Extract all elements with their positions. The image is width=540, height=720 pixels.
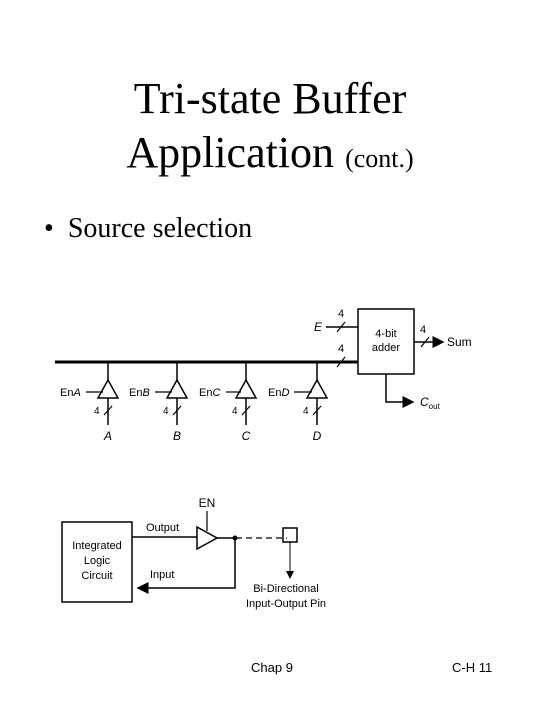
tristate-buffer — [196, 525, 219, 551]
sum-width-slash — [420, 336, 430, 348]
buffer-a-slash — [103, 405, 113, 416]
output-label: Output — [146, 522, 179, 534]
buffer-a-width: 4 — [94, 406, 100, 417]
source-selection-diagram — [55, 308, 445, 425]
buffer-d-triangle — [305, 378, 329, 399]
title-main: Application — [126, 128, 335, 177]
en-label: EN — [199, 496, 216, 510]
cout-sub: out — [429, 402, 441, 411]
pin-label-2: Input-Output Pin — [246, 598, 326, 610]
buffer-b — [155, 362, 189, 425]
buffer-a — [86, 362, 120, 425]
bullet-item: • Source selection — [44, 212, 252, 246]
sum-width-label: 4 — [420, 324, 426, 336]
e-width-slash — [336, 321, 346, 333]
bus-width-slash — [336, 356, 346, 368]
pin-label-1: Bi-Directional — [253, 583, 318, 595]
en-c-var: C — [212, 387, 220, 399]
buffer-b-triangle — [165, 378, 189, 399]
en-a-main: En — [60, 387, 73, 399]
footer-chapter: Chap 9 — [251, 660, 293, 675]
input-d-label: D — [313, 429, 322, 443]
input-a-label: A — [103, 429, 112, 443]
io-pin-box — [282, 527, 298, 543]
input-b-label: B — [173, 429, 181, 443]
bus-width-label: 4 — [338, 343, 344, 355]
en-a-label: EnA — [60, 387, 81, 399]
cout-main: C — [420, 395, 429, 409]
bullet-dot: • — [44, 213, 54, 244]
slide-title-line-1: Tri-state Buffer — [133, 74, 407, 123]
buffer-d-width: 4 — [303, 406, 309, 417]
e-width-label: 4 — [338, 308, 344, 320]
buffer-c-slash — [241, 405, 251, 416]
buffer-d — [294, 362, 329, 425]
ic-label-2: Logic — [84, 555, 111, 567]
e-label: E — [314, 320, 323, 334]
buffer-d-slash — [312, 405, 322, 416]
bidirectional-pin-diagram — [61, 511, 298, 603]
input-feedback-line — [136, 538, 236, 594]
en-c-label: EnC — [199, 387, 220, 399]
title-suffix: (cont.) — [345, 144, 414, 173]
buffer-c — [226, 362, 258, 425]
sum-label: Sum — [447, 335, 472, 349]
en-c-main: En — [199, 387, 212, 399]
buffer-b-width: 4 — [163, 406, 169, 417]
buffer-a-triangle — [96, 378, 120, 399]
en-b-label: EnB — [129, 387, 150, 399]
ic-label-3: Circuit — [81, 570, 112, 582]
en-d-var: D — [281, 387, 289, 399]
bullet-text: Source selection — [67, 213, 253, 244]
cout-line — [385, 374, 415, 408]
footer-slide-number: C-H 11 — [452, 660, 493, 675]
en-d-label: EnD — [268, 387, 289, 399]
en-b-main: En — [129, 387, 142, 399]
integrated-logic-circuit-box — [61, 521, 133, 603]
slide-title-line-2: Application (cont.) — [0, 128, 540, 184]
buffer-b-slash — [172, 405, 182, 416]
en-d-main: En — [268, 387, 281, 399]
en-a-var: A — [72, 387, 80, 399]
adder-label-2: adder — [372, 342, 400, 354]
en-b-var: B — [142, 387, 149, 399]
ic-label-1: Integrated — [72, 540, 122, 552]
buffer-c-width: 4 — [232, 406, 238, 417]
input-label: Input — [150, 569, 174, 581]
buffer-c-triangle — [234, 378, 258, 399]
cout-label: Cout — [420, 395, 441, 411]
junction-dot — [232, 535, 238, 541]
adder-label-1: 4-bit — [375, 328, 396, 340]
input-c-label: C — [242, 429, 251, 443]
